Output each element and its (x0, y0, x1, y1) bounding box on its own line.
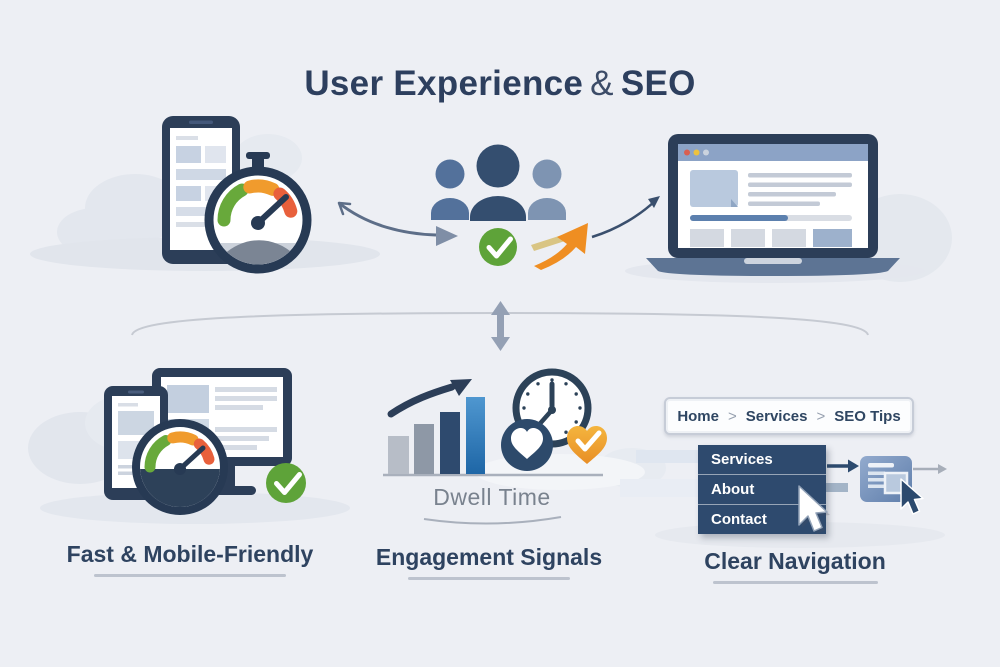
breadcrumb-item-home[interactable]: Home (677, 407, 719, 425)
caption-text: Fast & Mobile-Friendly (66, 541, 314, 567)
breadcrumb-item-seo-tips[interactable]: SEO Tips (834, 407, 901, 425)
title-ampersand: & (590, 64, 614, 103)
caption-text: Clear Navigation (704, 548, 886, 574)
caption-underline (408, 577, 570, 580)
dwell-time-label: Dwell Time (433, 484, 551, 510)
breadcrumb-separator: > (816, 407, 826, 425)
dropdown-menu: Services About Contact (698, 445, 826, 534)
caption-fast-mobile-friendly: Fast & Mobile-Friendly (40, 541, 340, 577)
engagement-illustration (383, 368, 645, 525)
breadcrumb: Home > Services > SEO Tips (664, 397, 914, 435)
caption-clear-navigation: Clear Navigation (675, 548, 915, 584)
menu-item-contact[interactable]: Contact (711, 511, 767, 528)
users-icon (431, 144, 566, 221)
page-title: User Experience&SEO (0, 64, 1000, 104)
check-icon (479, 228, 517, 266)
title-part2: SEO (620, 64, 696, 103)
heart-badge-icon (501, 419, 553, 471)
rank-up-arrow-icon (531, 223, 588, 270)
up-down-arrow-icon (491, 301, 510, 351)
menu-item-services[interactable]: Services (698, 445, 826, 475)
breadcrumb-separator: > (728, 407, 737, 425)
speedometer-icon (204, 152, 312, 274)
menu-item-about[interactable]: About (698, 475, 826, 505)
devices-speed-illustration (104, 368, 306, 515)
caption-underline (712, 581, 878, 584)
growth-to-laptop-arrow (591, 196, 660, 239)
feedback-arrow (337, 201, 458, 246)
cursor-icon-navy (900, 478, 924, 515)
navigation-illustration (620, 450, 947, 515)
laptop-illustration (646, 134, 900, 276)
breadcrumb-item-services[interactable]: Services (745, 407, 808, 425)
caption-text: Engagement Signals (375, 544, 603, 570)
caption-engagement-signals: Engagement Signals (369, 544, 609, 580)
caption-underline (94, 574, 286, 577)
title-part1: User Experience (304, 64, 584, 103)
loyalty-check-icon (567, 426, 607, 464)
page-icon (860, 456, 912, 502)
